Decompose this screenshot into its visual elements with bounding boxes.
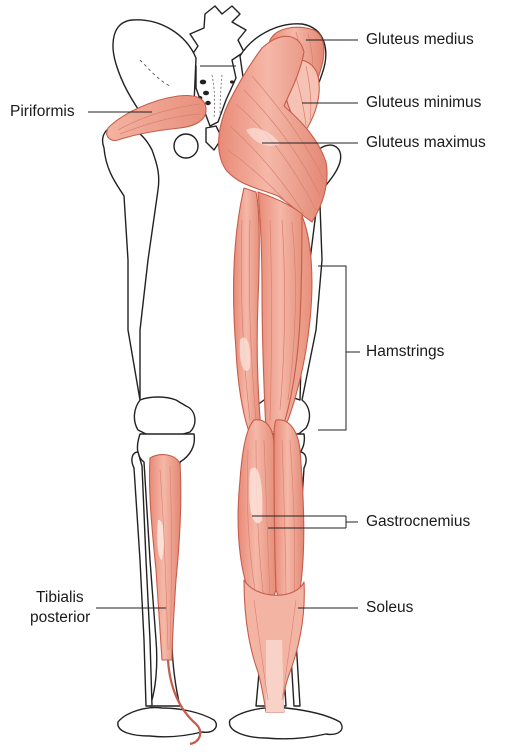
label-tibialis-posterior-line2: posterior [30,609,90,627]
label-gluteus-medius: Gluteus medius [366,31,474,49]
hamstrings-bracket [318,266,360,430]
label-piriformis: Piriformis [10,103,75,121]
label-gluteus-minimus: Gluteus minimus [366,94,481,112]
gastrocnemius-muscle [238,420,304,605]
label-gluteus-maximus: Gluteus maximus [366,134,486,152]
left-femur-bone [103,125,195,436]
label-gastrocnemius: Gastrocnemius [366,513,470,531]
label-hamstrings: Hamstrings [366,343,444,361]
label-soleus: Soleus [366,599,413,617]
piriformis-muscle [107,96,206,141]
label-tibialis-posterior-line1: Tibialis [36,589,84,607]
left-foot-bone [118,708,217,737]
right-foot-bone [230,708,343,739]
